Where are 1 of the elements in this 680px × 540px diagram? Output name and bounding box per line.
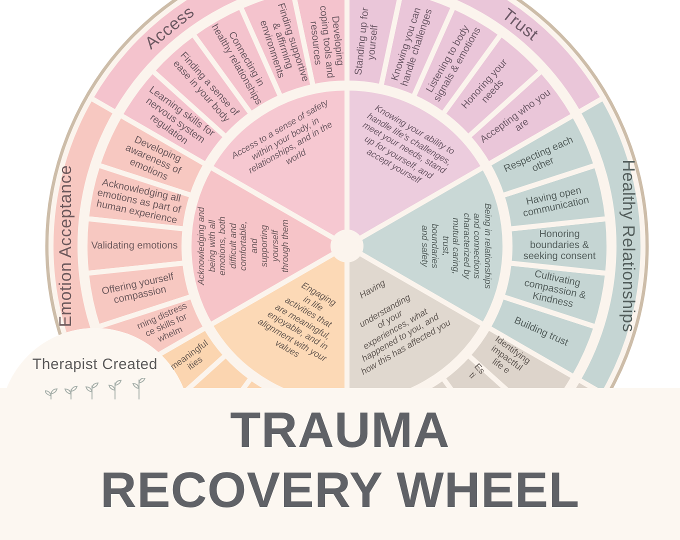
title: TRAUMA RECOVERY WHEEL (99, 401, 581, 520)
